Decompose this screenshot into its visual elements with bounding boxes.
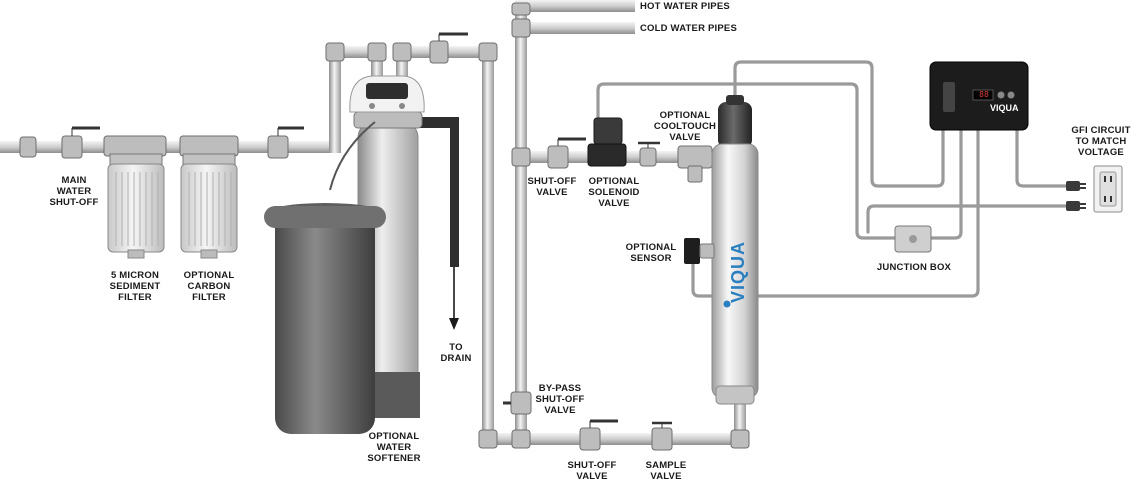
controller-display [972,89,994,101]
brine-tank [264,203,386,434]
junction-box [894,225,932,253]
controller-brand-logo: VIQUA [990,103,1019,113]
uv-chamber-bottom [715,385,755,405]
uv-lamp-cap [718,102,752,148]
plug [1066,201,1080,211]
sensor-port [699,243,715,259]
elbow [478,429,498,449]
inlet-coupling [19,136,37,158]
small-valve [639,147,657,167]
solenoid-coil [593,117,623,145]
controller-power-cable [1015,128,1070,188]
softener-outlet-valve [429,40,449,64]
gfi-circuit-label: GFI CIRCUIT TO MATCH VOLTAGE [1071,125,1131,158]
controller-button [997,91,1005,99]
brine-tank-rim [264,206,386,228]
cooltouch-tee [677,145,713,169]
carbon-filter-head [179,135,239,157]
sediment-filter-label: 5 MICRON SEDIMENT FILTER [109,270,161,303]
elbow [325,42,345,62]
junction-box-label: JUNCTION BOX [876,262,952,273]
power-cables [596,60,1070,298]
plug [1066,181,1080,191]
cold-water-pipes-label: COLD WATER PIPES [640,23,737,34]
tee [511,18,531,38]
top-shutoff-valve [547,145,569,169]
uv-controller [929,61,1029,131]
drain-line [450,117,459,267]
hot-water-pipes-label: HOT WATER PIPES [640,1,730,12]
brine-line [329,121,376,191]
drain-arrow-head [449,318,459,330]
main-shutoff-valve [61,135,83,159]
carbon-filter-label: OPTIONAL CARBON FILTER [183,270,235,303]
sediment-filter-head [103,135,167,157]
plugs [1066,181,1086,211]
reactor-brand-logo: VIQUA [728,241,748,304]
bottom-pipe [482,433,744,445]
bypass-valve [510,391,532,415]
lamp-cable [733,60,945,188]
elbow [730,429,750,449]
cooltouch-valve-label: OPTIONAL COOLTOUCH VALVE [653,110,717,143]
softener-inlet-riser [329,52,341,153]
junction-controller-cable [928,128,963,240]
controller-display-readout: 88 [979,90,989,99]
optional-sensor-label: OPTIONAL SENSOR [625,242,677,264]
elbow [511,2,531,16]
controller-button [1007,91,1015,99]
uv-reactor [711,95,759,405]
valves [19,2,750,451]
control-display [366,83,408,99]
brine-tank-body [275,212,375,434]
cold-water-pipe [515,22,635,34]
softener-outlet-riser [482,46,494,444]
carbon-filter [180,153,238,259]
control-valve-base [353,111,423,129]
softener-inlet-valve [267,135,289,159]
top-shutoff-valve-label: SHUT-OFF VALVE [527,176,577,198]
optional-sensor [684,238,715,264]
sensor-body [684,238,700,264]
elbow [392,42,412,62]
sediment-filter [107,153,165,259]
sample-valve [651,427,673,451]
uv-lamp-connector [726,95,744,105]
main-water-shutoff-label: MAIN WATER SHUT-OFF [49,175,99,208]
elbow [367,42,387,62]
reactor-logo-mark [723,300,731,308]
hot-water-pipe [515,0,635,12]
elbow [478,42,498,62]
cooltouch-valve [687,165,703,183]
bypass-valve-label: BY-PASS SHUT-OFF VALVE [535,383,585,416]
sample-valve-label: SAMPLE VALVE [645,460,687,482]
solenoid-valve-label: OPTIONAL SOLENOID VALVE [588,176,640,209]
tee [511,429,531,449]
bottom-shutoff-valve [579,427,601,451]
water-softener-label: OPTIONAL WATER SOFTENER [367,431,421,464]
gfi-outlet [1093,165,1123,213]
sensor-cable [691,128,980,298]
drain-line-top [410,117,458,128]
junction-power-cable [866,204,1070,234]
to-drain-label: TO DRAIN [440,342,472,364]
tee [511,147,531,167]
solenoid-cable [596,82,897,240]
inlet-pipe [0,141,335,153]
cold-riser [515,6,527,444]
solenoid-body [587,143,627,167]
controller-lamp-icon [943,82,955,112]
bottom-shutoff-valve-label: SHUT-OFF VALVE [567,460,617,482]
